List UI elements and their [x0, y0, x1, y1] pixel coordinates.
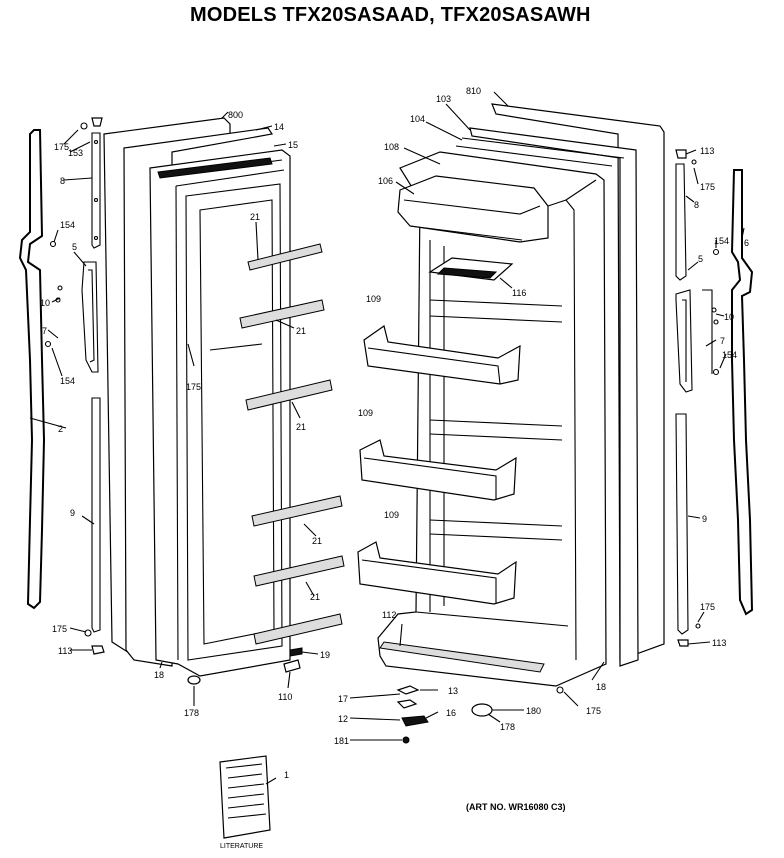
- callout-15: 15: [288, 140, 298, 150]
- callout-109: 109: [366, 294, 381, 304]
- callout-18: 18: [154, 670, 164, 680]
- callout-13: 13: [448, 686, 458, 696]
- callout-109: 109: [384, 510, 399, 520]
- callout-154: 154: [60, 376, 75, 386]
- callout-21: 21: [296, 422, 306, 432]
- callout-103: 103: [436, 94, 451, 104]
- callout-175: 175: [700, 602, 715, 612]
- part-110-left: [283, 659, 301, 673]
- screws-right: [675, 149, 720, 647]
- handle-left: [81, 261, 99, 373]
- page-title: MODELS TFX20SASAAD, TFX20SASAWH: [190, 4, 591, 26]
- callout-21: 21: [296, 326, 306, 336]
- cap-178-left: [187, 675, 201, 685]
- callout-21: 21: [312, 536, 322, 546]
- door-gasket-strip-right: [730, 169, 754, 616]
- callout-112: 112: [382, 610, 396, 620]
- part-19: [289, 647, 303, 657]
- door-gasket-strip-left: [18, 129, 46, 610]
- callout-7: 7: [42, 326, 47, 336]
- callout-106: 106: [378, 176, 393, 186]
- callout-109: 109: [358, 408, 373, 418]
- callout-178: 178: [184, 708, 199, 718]
- callout-19: 19: [320, 650, 330, 660]
- door-top-vent: [157, 157, 273, 179]
- callout-113: 113: [58, 646, 72, 656]
- callout-154: 154: [722, 350, 737, 360]
- callout-9: 9: [70, 508, 75, 518]
- callout-9: 9: [702, 514, 707, 524]
- hinge-strip-left: [91, 132, 101, 249]
- callout-10: 10: [724, 312, 734, 322]
- callout-175: 175: [700, 182, 715, 192]
- callout-800: 800: [228, 110, 243, 120]
- handle-right: [675, 289, 693, 393]
- callout-14: 14: [274, 122, 284, 132]
- callout-113: 113: [712, 638, 726, 648]
- hinge-strip-right: [675, 163, 687, 281]
- callout-8: 8: [60, 176, 65, 186]
- callout-17: 17: [338, 694, 348, 704]
- callout-153: 153: [68, 148, 83, 158]
- callout-154: 154: [714, 236, 729, 246]
- callout-18: 18: [596, 682, 606, 692]
- callout-16: 16: [446, 708, 456, 718]
- cabinet-frame: [469, 127, 639, 667]
- callout-2: 2: [58, 424, 63, 434]
- callout-104: 104: [410, 114, 425, 124]
- callout-21: 21: [250, 212, 260, 222]
- loose-parts-center: [396, 685, 564, 744]
- callout-7: 7: [720, 336, 725, 346]
- callout-810: 810: [466, 86, 481, 96]
- freezer-door-liner: [149, 149, 291, 677]
- callout-154: 154: [60, 220, 75, 230]
- callout-5: 5: [72, 242, 77, 252]
- callout-110: 110: [278, 692, 292, 702]
- art-number: (ART NO. WR16080 C3): [466, 802, 566, 812]
- literature-label: LITERATURE: [220, 843, 263, 850]
- callout-175: 175: [52, 624, 67, 634]
- leader-lines: [29, 91, 745, 741]
- callout-108: 108: [384, 142, 399, 152]
- lower-strip-left: [91, 397, 101, 633]
- part-callouts: 175 153 8 154 5 10 7 154 2 9 175 113 800…: [40, 86, 749, 780]
- callout-181: 181: [334, 736, 349, 746]
- lower-strip-right: [675, 413, 689, 635]
- callout-10: 10: [40, 298, 50, 308]
- callout-178: 178: [500, 722, 515, 732]
- callout-8: 8: [694, 200, 699, 210]
- callout-116: 116: [512, 288, 526, 298]
- callout-175: 175: [586, 706, 601, 716]
- callout-21: 21: [310, 592, 320, 602]
- callout-6: 6: [744, 238, 749, 248]
- callout-113: 113: [700, 146, 714, 156]
- callout-1: 1: [284, 770, 289, 780]
- top-cover-106: [397, 175, 549, 243]
- door-shelves-left: [239, 243, 345, 645]
- literature-booklet: LITERATURE: [219, 755, 277, 850]
- screws-left: [44, 117, 105, 655]
- callout-175: 175: [54, 142, 69, 152]
- callout-175: 175: [186, 382, 201, 392]
- callout-5: 5: [698, 254, 703, 264]
- door-bins-109: [357, 325, 521, 605]
- callout-12: 12: [338, 714, 348, 724]
- callout-180: 180: [526, 706, 541, 716]
- bottom-shelf-112: [379, 641, 545, 673]
